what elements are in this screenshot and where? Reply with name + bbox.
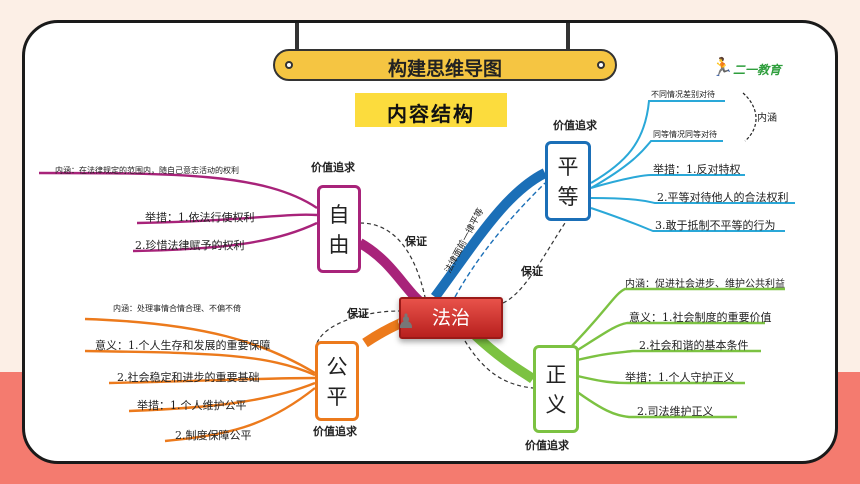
gongping-item-2: 意义：1.个人生存和发展的重要保障 <box>95 339 271 352</box>
banner-dot-right <box>597 61 605 69</box>
center-node: 法治 <box>399 297 503 339</box>
pingdeng-item-4: 2.平等对待他人的合法权利 <box>657 191 789 204</box>
subtitle: 内容结构 <box>387 102 475 126</box>
bao-label-1: 保证 <box>405 235 427 248</box>
subtitle-banner: 内容结构 <box>355 93 507 127</box>
hanger-left <box>295 23 299 51</box>
banner-dot-left <box>285 61 293 69</box>
pingdeng-item-3: 举措：1.反对特权 <box>653 163 741 176</box>
pingdeng-tag: 价值追求 <box>553 119 597 132</box>
ziyou-item-3: 2.珍惜法律赋予的权利 <box>135 239 245 252</box>
content-card: 构建思维导图 🏃 二一教育 内容结构 <box>22 20 838 464</box>
zhengyi-item-5: 2.司法维护正义 <box>637 405 714 418</box>
zhengyi-item-1: 内涵：促进社会进步、维护公共利益 <box>625 279 785 290</box>
brand-logo: 🏃 二一教育 <box>711 57 821 79</box>
ziyou-tag: 价值追求 <box>311 161 355 174</box>
node-pingdeng: 平等 <box>545 141 591 221</box>
figure-icon: ♟ <box>397 309 415 333</box>
runner-icon: 🏃 <box>711 57 734 78</box>
pingdeng-inner-tag: 内涵 <box>757 113 777 124</box>
gongping-item-3: 2.社会稳定和进步的重要基础 <box>117 371 260 384</box>
title-banner: 构建思维导图 <box>273 49 617 81</box>
node-zhengyi: 正义 <box>533 345 579 433</box>
gongping-item-5: 2.制度保障公平 <box>175 429 252 442</box>
pingdeng-item-1: 不同情况差别对待 <box>651 90 715 99</box>
pingdeng-item-2: 同等情况同等对待 <box>653 130 717 139</box>
zhengyi-item-3: 2.社会和谐的基本条件 <box>639 339 749 352</box>
gongping-item-4: 举措：1.个人维护公平 <box>137 399 247 412</box>
zhengyi-item-4: 举措：1.个人守护正义 <box>625 371 735 384</box>
gongping-item-1: 内涵：处理事情合情合理、不偏不倚 <box>113 304 241 313</box>
page-title: 构建思维导图 <box>387 58 502 80</box>
node-gongping: 公平 <box>315 341 359 421</box>
zhengyi-tag: 价值追求 <box>525 439 569 452</box>
ziyou-item-2: 举措：1.依法行使权利 <box>145 211 255 224</box>
node-ziyou: 自由 <box>317 185 361 273</box>
gongping-tag: 价值追求 <box>313 425 357 438</box>
bao-label-3: 保证 <box>347 307 369 320</box>
ziyou-item-1: 内涵：在法律规定的范围内，随自己意志活动的权利 <box>55 166 239 175</box>
brand-name: 二一教育 <box>733 63 782 77</box>
zhengyi-item-2: 意义：1.社会制度的重要价值 <box>629 311 772 324</box>
bao-label-2: 保证 <box>521 265 543 278</box>
hanger-right <box>566 23 570 51</box>
pingdeng-item-5: 3.敢于抵制不平等的行为 <box>655 219 776 232</box>
